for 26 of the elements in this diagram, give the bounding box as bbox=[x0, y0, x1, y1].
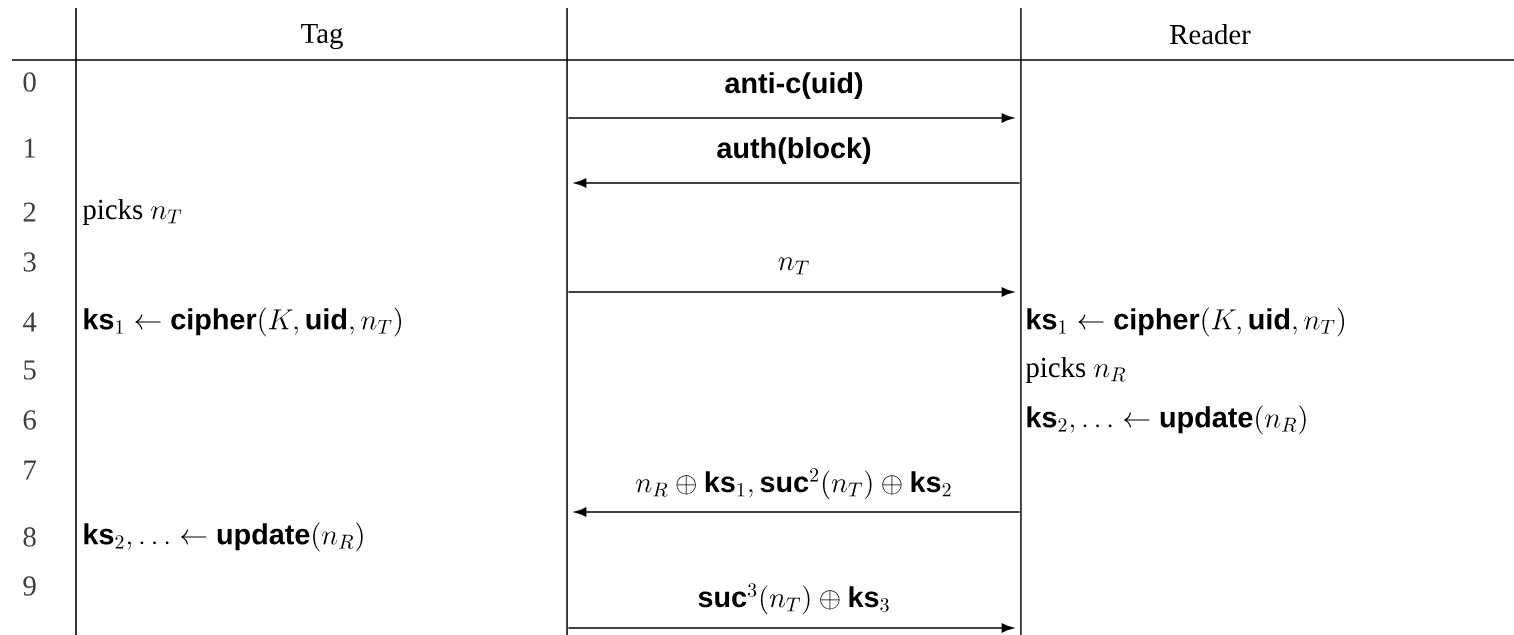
row-number: 3 bbox=[23, 252, 36, 272]
row-number: 2 bbox=[23, 202, 36, 222]
row-number: 0 bbox=[23, 72, 36, 92]
message-arrow bbox=[567, 623, 1014, 633]
step-text: $\textsf{\textbf{ks}}_1\leftarrow\textsf{\textbf{cipher}}(K,\textsf{\textbf{uid}},n_T)$ bbox=[84, 307, 401, 337]
row-number: 4 bbox=[23, 312, 37, 332]
message-arrow bbox=[574, 178, 1021, 188]
step-text: $\textsf{\textbf{ks}}_1\leftarrow\textsf{\textbf{cipher}}(K,\textsf{\textbf{uid}},n_T)$ bbox=[1027, 307, 1344, 337]
message-arrow bbox=[567, 287, 1014, 297]
message-arrow bbox=[574, 507, 1021, 517]
message-label: auth(block) bbox=[714, 135, 874, 166]
row-number: 9 bbox=[23, 576, 36, 596]
message-label: $n_R\oplus\textsf{\textbf{ks}}_1,\textsf{\textbf{suc}}^2(n_T)\oplus\textsf{\textbf{ks}}_2$ bbox=[633, 466, 955, 502]
step-text: $\textsf{\textbf{ks}}_2,\ldots\leftarrow\textsf{\textbf{update}}(n_R)$ bbox=[84, 522, 363, 552]
step-text: $\mbox{picks }n_T$ bbox=[82, 198, 182, 226]
step-text: $\mbox{picks }n_R$ bbox=[1025, 356, 1126, 384]
row-number: 1 bbox=[24, 138, 36, 158]
message-label: $\textsf{\textbf{suc}}^3(n_T)\oplus\textsf{\textbf{ks}}_3$ bbox=[695, 581, 893, 617]
message-label: $n_T$ bbox=[775, 255, 813, 277]
row-number: 7 bbox=[24, 460, 36, 480]
row-number: 5 bbox=[24, 360, 36, 380]
row-number: 6 bbox=[23, 410, 36, 430]
message-label: anti-c(uid) bbox=[722, 70, 866, 101]
message-arrow bbox=[567, 113, 1014, 123]
row-number: 8 bbox=[23, 527, 36, 547]
step-text: $\textsf{\textbf{ks}}_2,\ldots\leftarrow\textsf{\textbf{update}}(n_R)$ bbox=[1027, 405, 1306, 435]
